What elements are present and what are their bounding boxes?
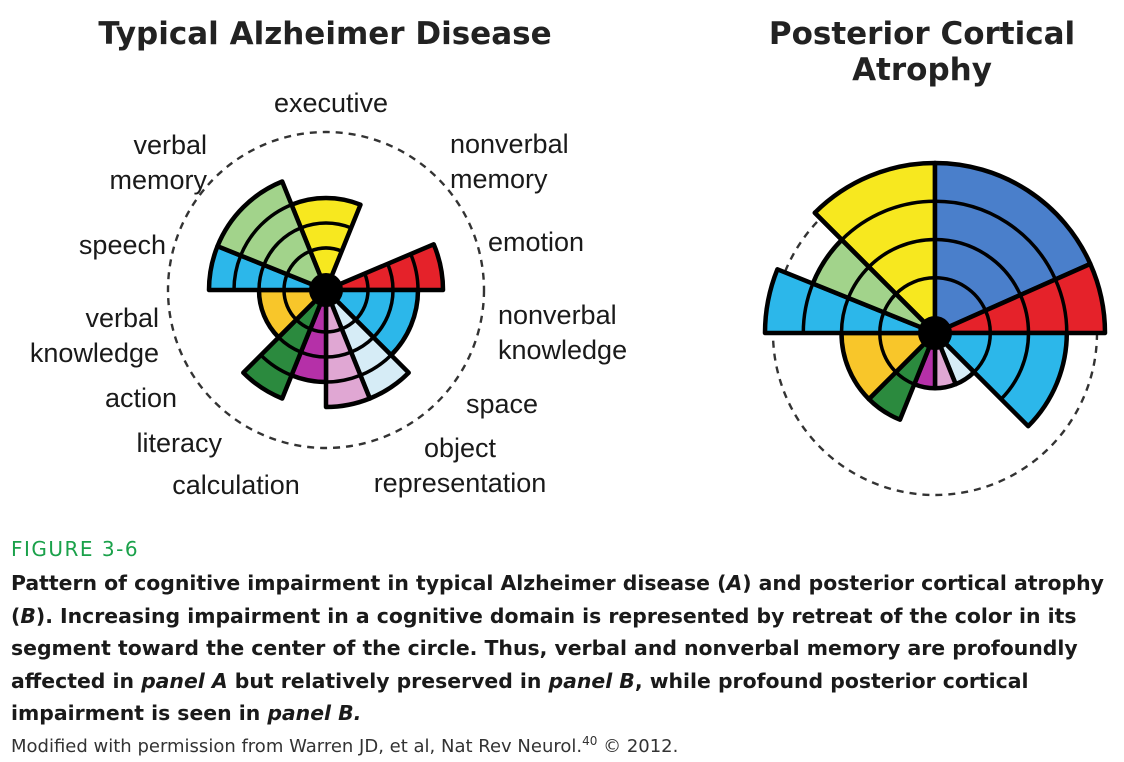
caption-emphasis: A [726, 571, 743, 595]
ring-divider-executive [894, 276, 936, 296]
figure-credit: Modified with permission from Warren JD,… [11, 734, 1116, 757]
caption-block: FIGURE 3-6 Pattern of cognitive impairme… [11, 537, 1116, 757]
ring-divider-literacy [259, 353, 293, 377]
ring-divider-executive [867, 237, 936, 269]
label-executive: executive [274, 88, 388, 118]
caption-text: ). Increasing impairment in a cognitive … [11, 603, 1078, 693]
ring-divider-action [878, 332, 898, 374]
credit-copyright: © 2012. [597, 735, 679, 757]
figure-label: FIGURE 3-6 [11, 537, 140, 561]
center-hub [309, 273, 343, 307]
caption-text: ) and posterior cortical atrophy ( [11, 571, 1104, 628]
ring-divider-verbal-knowledge [801, 282, 815, 334]
wheel-typical-alzheimer [166, 130, 486, 450]
label-speech: speech [79, 230, 166, 260]
label-space: space [466, 389, 538, 419]
ring-divider-nonverbal-knowledge [972, 332, 993, 374]
caption-emphasis: panel B [548, 668, 635, 693]
ring-divider-executive [300, 221, 352, 230]
ring-divider-emotion [1053, 278, 1069, 334]
ring-divider-speech [285, 249, 312, 276]
label-emotion: emotion [488, 227, 584, 257]
label-action: action [105, 383, 177, 413]
dashed-boundary-circle [166, 130, 486, 450]
ring-divider-speech [239, 203, 293, 257]
ring-divider-nonverbal-knowledge [354, 289, 370, 321]
ring-divider-nonverbal-memory [934, 199, 1057, 281]
label-calculation: calculation [172, 470, 300, 500]
caption-emphasis: panel B. [267, 701, 362, 726]
ring-divider-nonverbal-knowledge [999, 332, 1031, 401]
credit-reference: 40 [582, 733, 598, 748]
center-hub [918, 316, 952, 350]
label-literacy: literacy [136, 428, 222, 458]
ring-divider-nonverbal-memory [934, 237, 1022, 296]
caption-emphasis: B [20, 603, 36, 628]
credit-text: Modified with permission from Warren JD,… [11, 735, 583, 757]
ring-divider-nonverbal-knowledge [372, 289, 395, 339]
wheel-posterior-cortical-atrophy [762, 160, 1108, 497]
caption-text: Pattern of cognitive impairment in typic… [11, 571, 727, 595]
figure-diagram: Typical Alzheimer Disease executive nonve… [30, 16, 1108, 500]
ring-divider-action [282, 289, 298, 321]
ring-divider-executive [840, 199, 936, 242]
ring-divider-nonverbal-memory [934, 276, 988, 312]
caption-text: , while profound posterior cortical impa… [11, 668, 1029, 726]
figure-caption: Pattern of cognitive impairment in typic… [11, 567, 1116, 730]
panel-typical-alzheimer: Typical Alzheimer Disease executive nonve… [30, 16, 627, 500]
ring-divider-speech [262, 226, 302, 266]
panel-a-title: Typical Alzheimer Disease [98, 16, 551, 52]
caption-text: but relatively preserved in [227, 668, 549, 693]
caption-emphasis: panel A [141, 668, 228, 693]
